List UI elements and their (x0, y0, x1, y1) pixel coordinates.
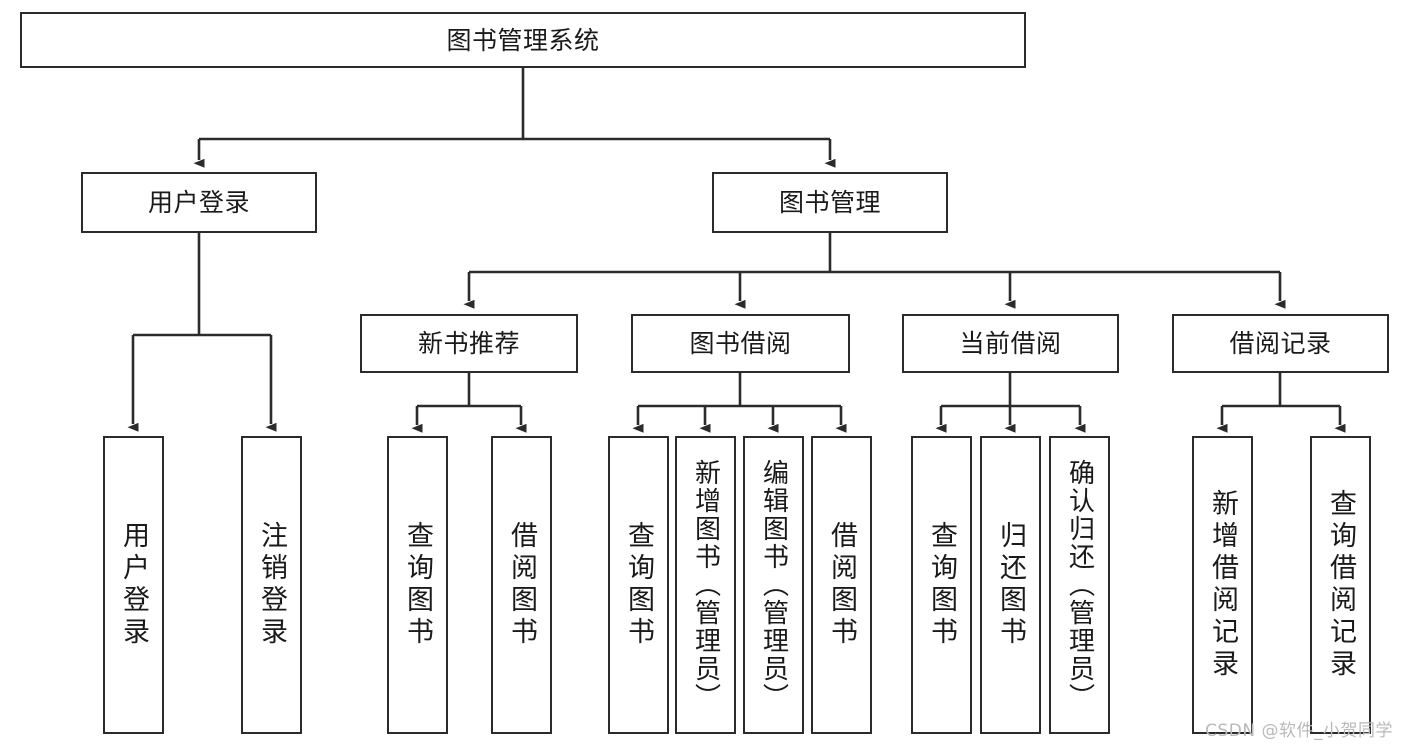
node-new-book-recommend[interactable]: 新书推荐 (360, 314, 578, 373)
leaf-edit-book-admin[interactable]: 编辑图书（管理员） (743, 436, 804, 734)
node-label: 用户登录 (147, 188, 250, 217)
leaf-add-borrow-record[interactable]: 新增借阅记录 (1192, 436, 1253, 734)
leaf-query-book-recommend[interactable]: 查询图书 (387, 436, 448, 734)
leaf-confirm-return-admin[interactable]: 确认归还（管理员） (1049, 436, 1110, 734)
leaf-borrow-book-borrow[interactable]: 借阅图书 (811, 436, 872, 734)
node-user-login[interactable]: 用户登录 (81, 172, 317, 233)
node-label: 编辑图书（管理员） (758, 459, 789, 711)
node-label: 图书借阅 (689, 329, 792, 358)
node-label: 查询借阅记录 (1325, 489, 1356, 681)
node-label: 注销登录 (256, 521, 287, 649)
leaf-add-book-admin[interactable]: 新增图书（管理员） (675, 436, 736, 734)
node-book-borrow[interactable]: 图书借阅 (631, 314, 850, 373)
leaf-query-book-borrow[interactable]: 查询图书 (608, 436, 669, 734)
node-label: 图书管理系统 (446, 25, 600, 55)
node-label: 用户登录 (118, 521, 149, 649)
leaf-return-book[interactable]: 归还图书 (980, 436, 1041, 734)
node-borrow-record[interactable]: 借阅记录 (1172, 314, 1389, 373)
node-root-book-management-system[interactable]: 图书管理系统 (20, 12, 1026, 68)
node-label: 确认归还（管理员） (1064, 459, 1095, 711)
node-label: 新增借阅记录 (1207, 489, 1238, 681)
node-label: 查询图书 (623, 521, 654, 649)
leaf-query-borrow-record[interactable]: 查询借阅记录 (1310, 436, 1371, 734)
node-label: 新增图书（管理员） (690, 459, 721, 711)
node-label: 当前借阅 (959, 329, 1062, 358)
node-label: 借阅记录 (1229, 329, 1332, 358)
leaf-logout-login[interactable]: 注销登录 (241, 436, 302, 734)
node-label: 借阅图书 (506, 521, 537, 649)
node-label: 查询图书 (402, 521, 433, 649)
leaf-borrow-book-recommend[interactable]: 借阅图书 (491, 436, 552, 734)
node-label: 图书管理 (778, 188, 881, 217)
node-label: 借阅图书 (826, 521, 857, 649)
leaf-user-login[interactable]: 用户登录 (103, 436, 164, 734)
node-label: 查询图书 (926, 521, 957, 649)
leaf-query-book-current[interactable]: 查询图书 (911, 436, 972, 734)
node-label: 归还图书 (995, 521, 1026, 649)
node-label: 新书推荐 (417, 329, 520, 358)
node-current-borrow[interactable]: 当前借阅 (902, 314, 1119, 373)
csdn-watermark: CSDN @软件_小贺同学 (1205, 721, 1393, 741)
node-book-management[interactable]: 图书管理 (712, 172, 948, 233)
